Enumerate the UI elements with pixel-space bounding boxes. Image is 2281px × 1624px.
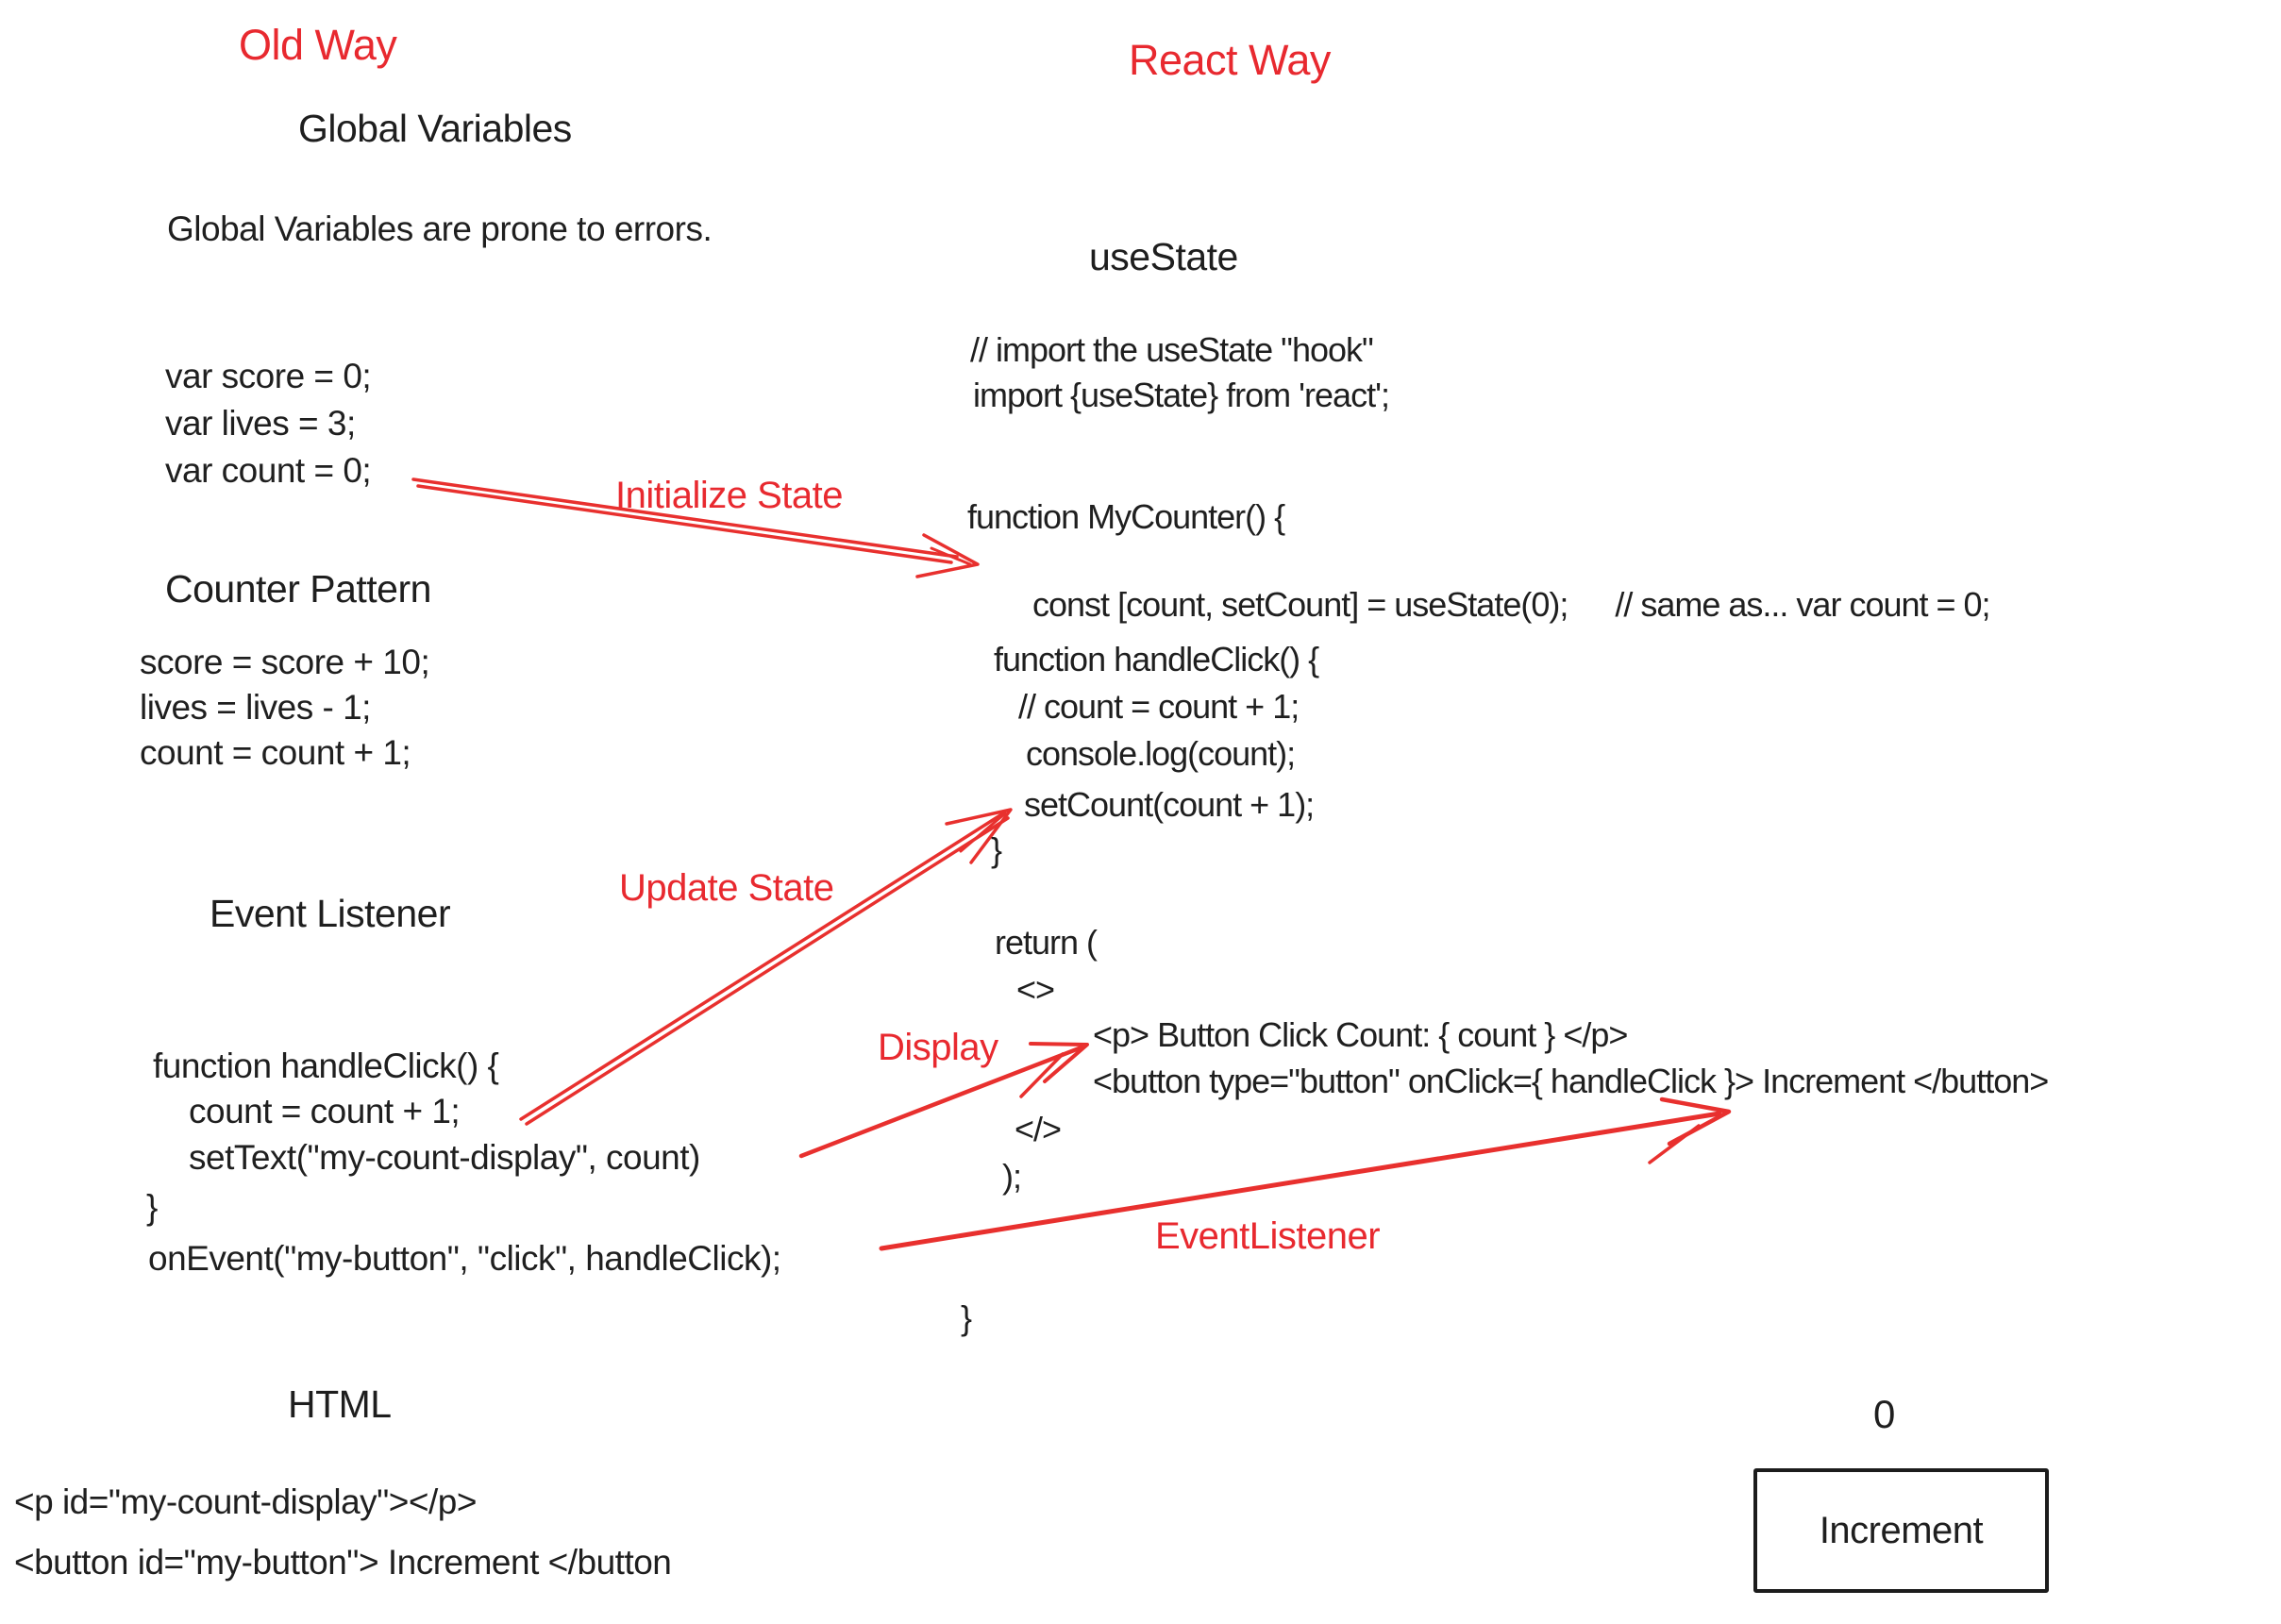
usestate-statement: const [count, setCount] = useState(0);	[1032, 585, 1568, 624]
code-line-lives-dec: lives = lives - 1;	[140, 688, 371, 727]
counter-pattern-heading: Counter Pattern	[165, 567, 431, 611]
event-listener-label: EventListener	[1155, 1215, 1381, 1257]
code-line-var-lives: var lives = 3;	[165, 404, 356, 443]
react-way-title: React Way	[1129, 36, 1331, 84]
global-variables-heading: Global Variables	[298, 107, 572, 150]
code-line-count-inc: count = count + 1;	[140, 733, 411, 772]
code-line-fragment-close: </>	[1015, 1110, 1062, 1148]
update-state-arrow	[519, 808, 1013, 1126]
code-line-old-handleclick-close: }	[146, 1188, 158, 1227]
usestate-heading: useState	[1089, 235, 1238, 278]
code-line-setcount: setCount(count + 1);	[1024, 785, 1315, 824]
code-line-score-inc: score = score + 10;	[140, 643, 430, 681]
code-line-old-handleclick-open: function handleClick() {	[153, 1046, 499, 1085]
code-line-return-open: return (	[995, 923, 1098, 962]
global-variables-note: Global Variables are prone to errors.	[167, 209, 713, 248]
code-line-react-handleclick-open: function handleClick() {	[994, 640, 1319, 678]
code-line-react-handleclick-close: }	[991, 830, 1002, 869]
code-line-usestate: const [count, setCount] = useState(0); //…	[998, 545, 1991, 664]
code-line-jsx-p: <p> Button Click Count: { count } </p>	[1093, 1015, 1628, 1054]
code-line-old-settext: setText("my-count-display", count)	[189, 1138, 700, 1177]
code-line-var-count: var count = 0;	[165, 451, 372, 490]
code-line-import: import {useState} from 'react';	[973, 376, 1390, 414]
code-line-html-p: <p id="my-count-display"></p>	[14, 1482, 477, 1521]
increment-button-label: Increment	[1819, 1509, 1984, 1551]
old-way-title: Old Way	[239, 21, 397, 69]
code-line-jsx-button: <button type="button" onClick={ handleCl…	[1093, 1062, 2049, 1100]
code-line-html-button: <button id="my-button"> Increment </butt…	[14, 1543, 672, 1582]
count-display: 0	[1873, 1392, 1896, 1436]
code-line-fragment-open: <>	[1016, 970, 1055, 1009]
code-line-console-log: console.log(count);	[1026, 734, 1296, 773]
code-line-mycounter-close: }	[961, 1298, 972, 1337]
update-state-label: Update State	[619, 867, 834, 909]
event-listener-heading: Event Listener	[210, 892, 451, 935]
code-line-import-comment: // import the useState "hook"	[970, 330, 1374, 369]
code-line-old-count-inc: count = count + 1;	[189, 1092, 461, 1130]
usestate-comment: // same as... var count = 0;	[1615, 585, 1990, 624]
html-heading: HTML	[288, 1382, 392, 1426]
display-label: Display	[878, 1027, 998, 1068]
code-line-react-count-comment: // count = count + 1;	[1018, 687, 1300, 726]
code-line-var-score: var score = 0;	[165, 357, 372, 395]
code-line-mycounter-open: function MyCounter() {	[967, 497, 1285, 536]
increment-button[interactable]: Increment	[1753, 1468, 2049, 1593]
initialize-state-label: Initialize State	[615, 475, 844, 516]
code-line-onevent: onEvent("my-button", "click", handleClic…	[148, 1239, 781, 1278]
code-line-return-close: );	[1002, 1157, 1022, 1196]
